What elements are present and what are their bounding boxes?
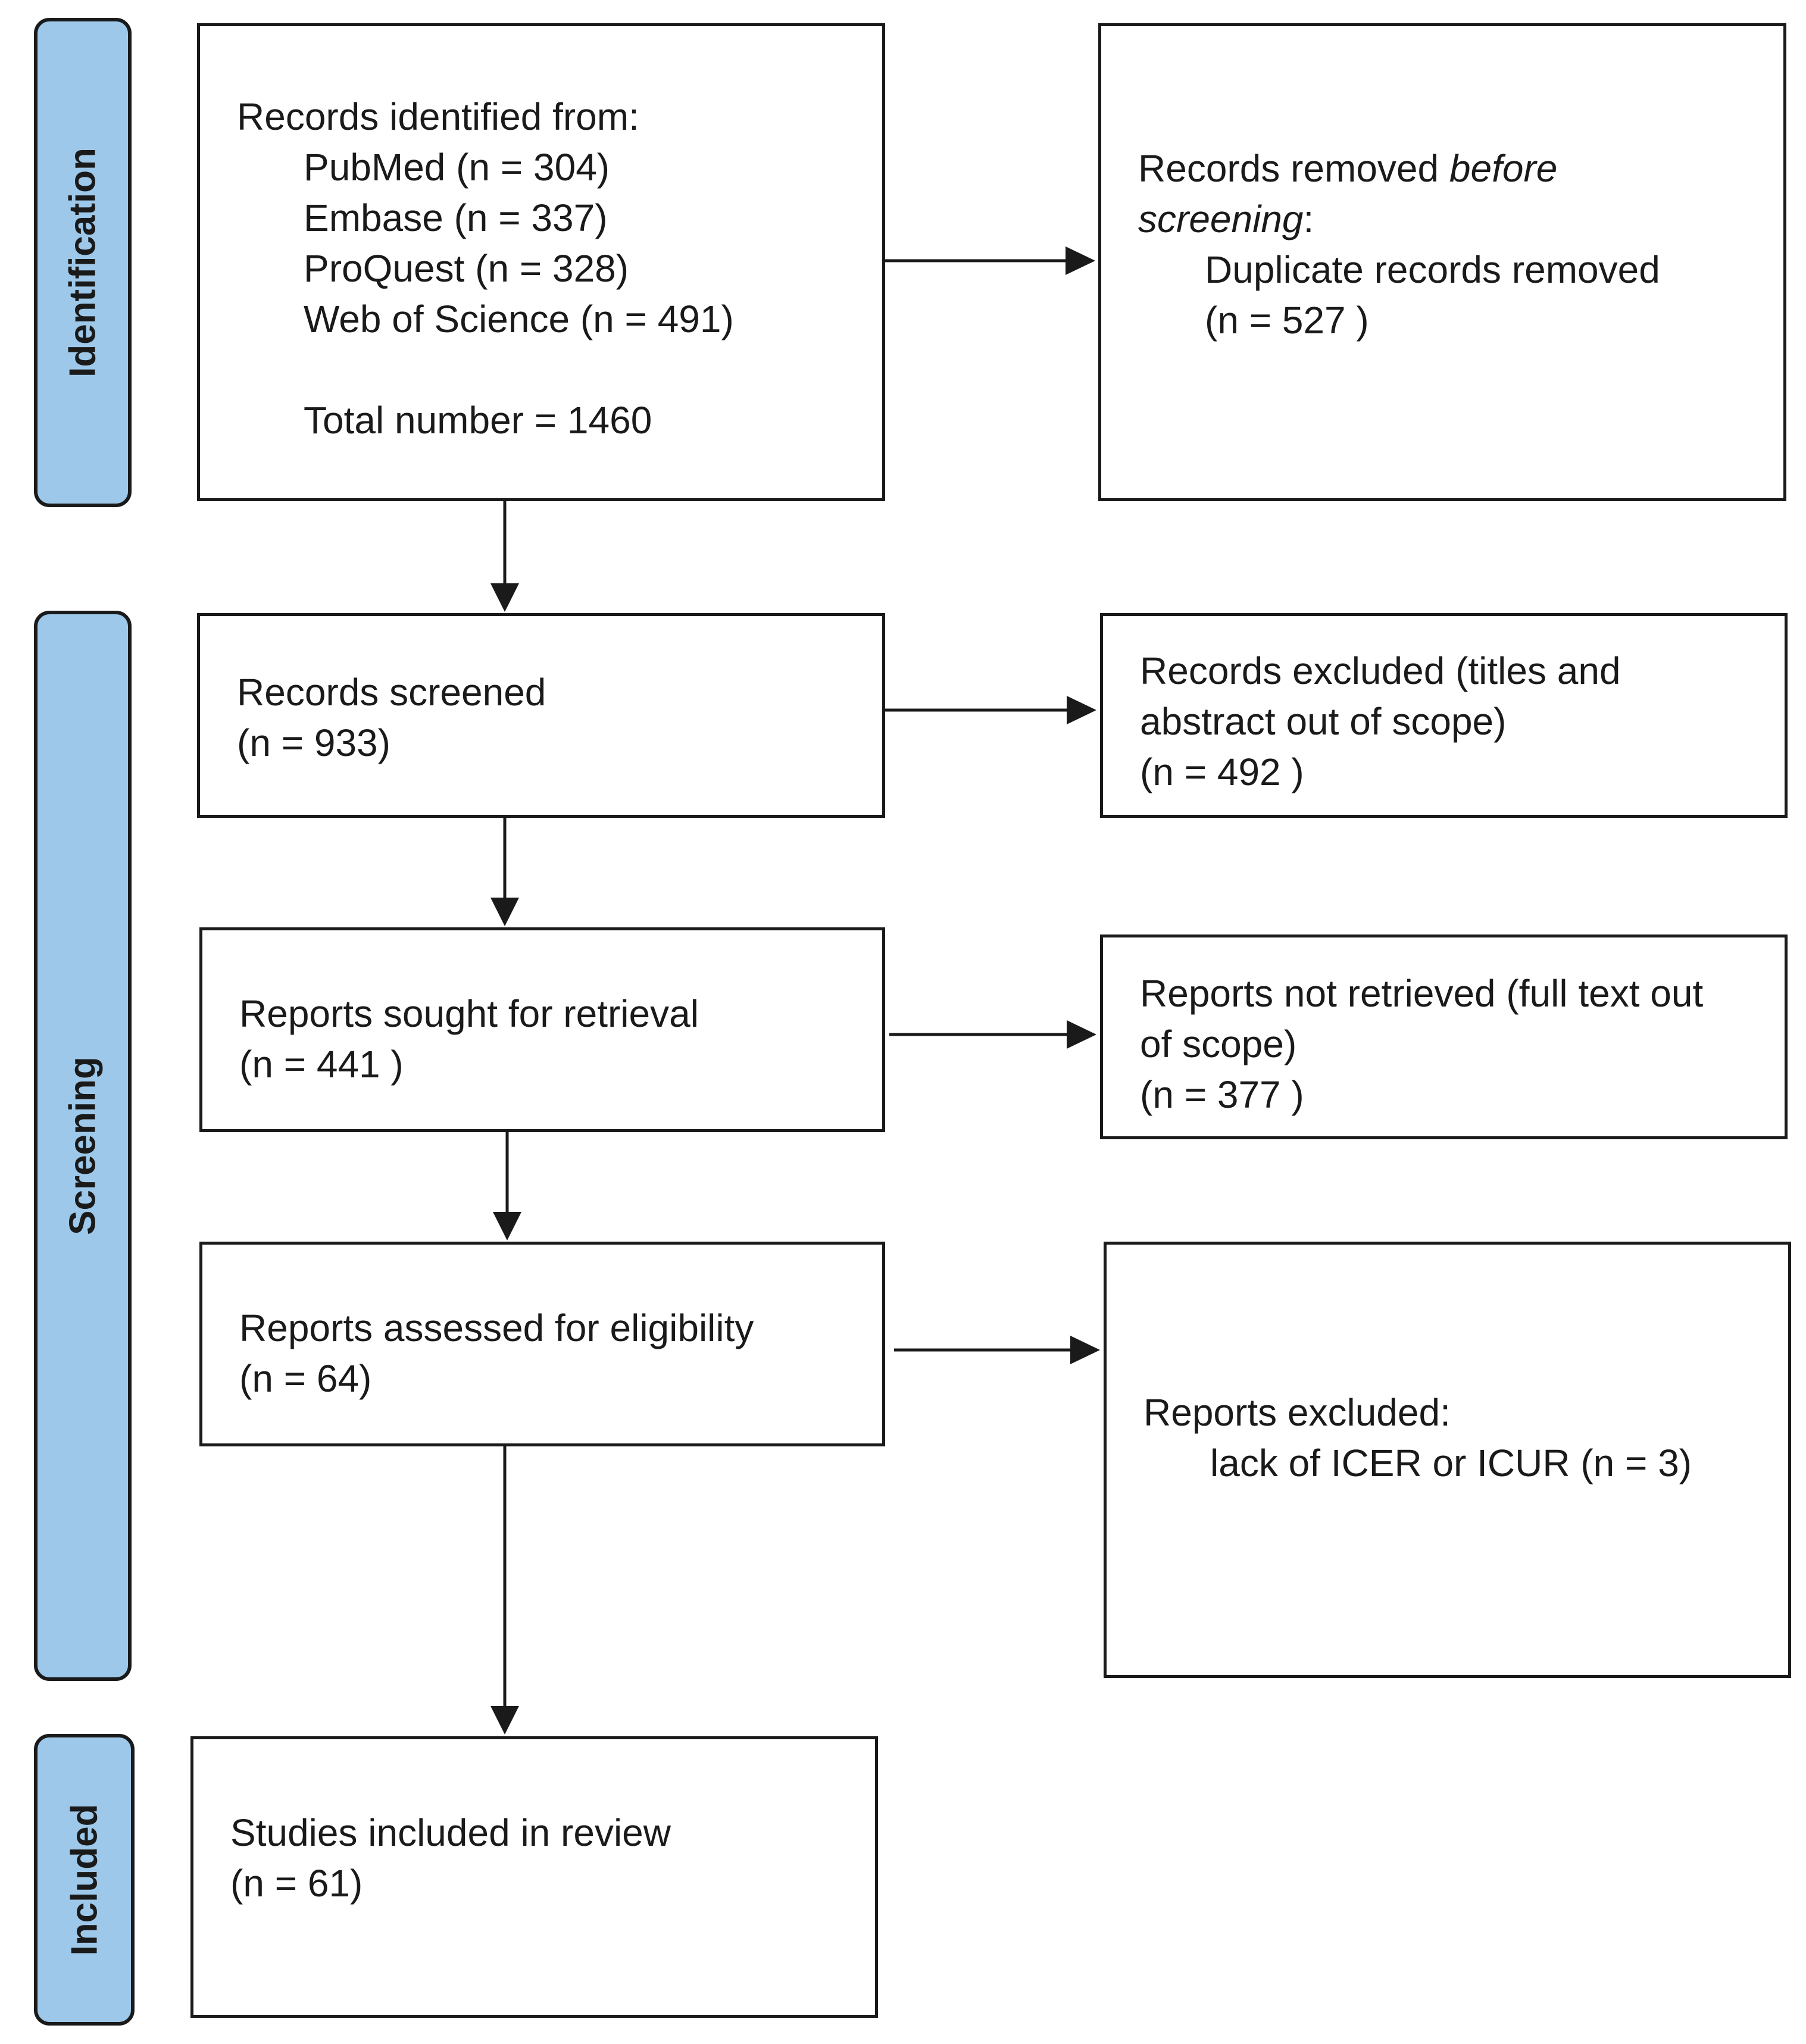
studies-included-box: Studies included in review (n = 61) xyxy=(190,1736,878,2018)
reports-not-retrieved-line1: Reports not retrieved (full text out xyxy=(1140,972,1704,1015)
records-screened-label: Records screened xyxy=(237,671,546,714)
records-excluded-line2: abstract out of scope) xyxy=(1140,700,1507,743)
arrowhead-reports-excluded xyxy=(1070,1336,1100,1364)
reports-sought-box: Reports sought for retrieval (n = 441 ) xyxy=(199,927,885,1132)
studies-included-count: (n = 61) xyxy=(230,1862,363,1905)
records-screened-box: Records screened (n = 933) xyxy=(197,613,885,818)
records-removed-italic-before: before xyxy=(1449,147,1558,190)
phase-included: Included xyxy=(34,1734,135,2026)
reports-excluded-box: Reports excluded: lack of ICER or ICUR (… xyxy=(1104,1242,1791,1678)
records-removed-box: Records removed before screening: Duplic… xyxy=(1098,23,1786,501)
records-excluded-line1: Records excluded (titles and xyxy=(1140,649,1621,692)
records-removed-italic-screening: screening xyxy=(1138,198,1304,240)
phase-screening: Screening xyxy=(34,611,132,1681)
records-removed-heading: Records removed before xyxy=(1138,143,1783,194)
source-web-of-science: Web of Science (n = 491) xyxy=(304,298,734,340)
records-removed-colon: : xyxy=(1303,198,1314,240)
arrowhead-not-retrieved xyxy=(1067,1020,1096,1049)
reports-not-retrieved-count: (n = 377 ) xyxy=(1140,1073,1304,1116)
records-excluded-box: Records excluded (titles and abstract ou… xyxy=(1100,613,1788,818)
arrowhead-assessed xyxy=(493,1212,521,1240)
arrowhead-removed xyxy=(1066,246,1095,275)
reports-assessed-box: Reports assessed for eligibility (n = 64… xyxy=(199,1242,885,1446)
arrowhead-included xyxy=(490,1706,519,1734)
arrowhead-excluded xyxy=(1067,696,1096,724)
records-excluded-count: (n = 492 ) xyxy=(1140,751,1304,793)
reports-assessed-label: Reports assessed for eligibility xyxy=(239,1307,754,1349)
duplicate-records-count: (n = 527 ) xyxy=(1205,299,1369,342)
phase-identification: Identification xyxy=(34,18,132,507)
records-identified-box: Records identified from: PubMed (n = 304… xyxy=(197,23,885,501)
source-embase: Embase (n = 337) xyxy=(304,196,608,239)
source-proquest: ProQuest (n = 328) xyxy=(304,247,629,290)
reports-not-retrieved-box: Reports not retrieved (full text out of … xyxy=(1100,935,1788,1139)
records-total: Total number = 1460 xyxy=(304,399,652,442)
duplicate-records-reason: Duplicate records removed xyxy=(1205,248,1660,291)
records-removed-heading-cont: screening: xyxy=(1138,194,1783,245)
records-removed-prefix: Records removed xyxy=(1138,147,1449,190)
studies-included-label: Studies included in review xyxy=(230,1811,671,1854)
reports-excluded-heading: Reports excluded: xyxy=(1143,1391,1451,1434)
records-identified-heading: Records identified from: xyxy=(237,95,639,138)
reports-not-retrieved-line2: of scope) xyxy=(1140,1023,1297,1065)
reports-sought-count: (n = 441 ) xyxy=(239,1043,404,1086)
reports-excluded-reason: lack of ICER or ICUR (n = 3) xyxy=(1210,1442,1692,1484)
arrowhead-screened xyxy=(490,583,519,612)
source-pubmed: PubMed (n = 304) xyxy=(304,146,610,189)
reports-assessed-count: (n = 64) xyxy=(239,1357,372,1400)
records-screened-count: (n = 933) xyxy=(237,721,390,764)
arrowhead-sought xyxy=(490,898,519,926)
reports-sought-label: Reports sought for retrieval xyxy=(239,992,699,1035)
